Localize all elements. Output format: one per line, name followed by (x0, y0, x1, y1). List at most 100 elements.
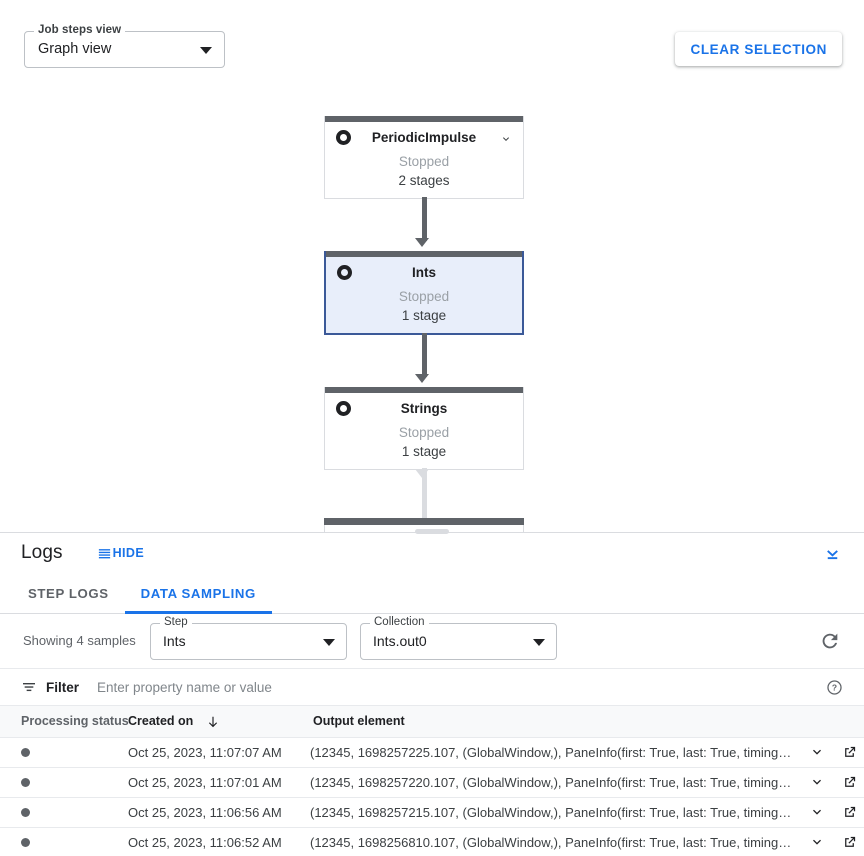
chevron-down-icon (533, 639, 545, 646)
cell-open[interactable] (834, 767, 864, 798)
cell-open[interactable] (834, 827, 864, 856)
cell-output-element: (12345, 1698257215.107, (GlobalWindow,),… (310, 797, 800, 828)
chevron-down-icon[interactable] (800, 774, 834, 790)
node-stages: 1 stage (401, 308, 447, 323)
job-steps-view-label: Job steps view (34, 24, 126, 36)
column-output-element[interactable]: Output element (310, 706, 800, 738)
table-row[interactable]: Oct 25, 2023, 11:07:01 AM (12345, 169825… (0, 767, 864, 798)
node-status: Stopped (398, 425, 450, 440)
logs-title: Logs (21, 542, 63, 563)
node-status: Stopped (398, 289, 450, 304)
clear-selection-button[interactable]: CLEAR SELECTION (675, 32, 842, 66)
cell-expand[interactable] (800, 797, 834, 828)
cell-created-on: Oct 25, 2023, 11:07:07 AM (128, 737, 310, 768)
step-select-value: Ints (163, 633, 186, 649)
chevron-down-icon[interactable] (500, 132, 512, 144)
job-steps-view-select[interactable]: Job steps view Graph view (24, 24, 225, 68)
graph-edge-arrow-1 (415, 238, 429, 247)
table-row[interactable]: Oct 25, 2023, 11:06:52 AM (12345, 169825… (0, 827, 864, 856)
chevron-down-icon[interactable] (800, 804, 834, 820)
node-body (324, 525, 524, 532)
graph-node-ints[interactable]: Ints Stopped 1 stage (324, 251, 524, 335)
chevron-down-icon (200, 47, 212, 54)
sort-descending-icon (206, 715, 220, 729)
cell-processing-status (0, 827, 128, 856)
refresh-icon[interactable] (819, 630, 841, 652)
hide-logs-label: HIDE (112, 546, 145, 560)
graph-node-partial[interactable] (324, 518, 524, 532)
step-select-label: Step (160, 616, 192, 628)
table-row[interactable]: Oct 25, 2023, 11:06:56 AM (12345, 169825… (0, 797, 864, 828)
collapse-panel-icon[interactable] (818, 540, 846, 568)
collection-select-value: Ints.out0 (373, 633, 427, 649)
cell-expand[interactable] (800, 827, 834, 856)
node-header: PeriodicImpulse (325, 122, 523, 153)
graph-node-periodicimpulse[interactable]: PeriodicImpulse Stopped 2 stages (324, 116, 524, 199)
table-row[interactable]: Oct 25, 2023, 11:07:07 AM (12345, 169825… (0, 737, 864, 768)
cell-open[interactable] (834, 797, 864, 828)
stop-circle-icon (336, 130, 351, 145)
tab-data-sampling[interactable]: DATA SAMPLING (124, 573, 273, 614)
node-top-bar (325, 116, 523, 122)
stop-circle-icon (336, 401, 351, 416)
logs-panel: Logs HIDE STEP (0, 529, 864, 856)
cell-created-on: Oct 25, 2023, 11:06:56 AM (128, 797, 310, 828)
column-open (834, 706, 864, 738)
chevron-down-icon (323, 639, 335, 646)
node-stages: 1 stage (401, 444, 447, 459)
help-outline-icon[interactable]: ? (826, 679, 843, 696)
node-top-bar (325, 387, 523, 393)
table-header-row: Processing status Created on Output elem… (0, 706, 864, 738)
column-created-on-label: Created on (128, 713, 194, 728)
node-title: Ints (411, 265, 436, 280)
job-graph-canvas[interactable]: Job steps view Graph view CLEAR SELECTIO… (0, 0, 864, 532)
collection-select-label: Collection (370, 616, 429, 628)
hide-logs-button[interactable]: HIDE (91, 545, 150, 562)
cell-expand[interactable] (800, 737, 834, 768)
chevron-down-icon[interactable] (800, 744, 834, 760)
cell-created-on: Oct 25, 2023, 11:06:52 AM (128, 827, 310, 856)
status-dot-icon (21, 807, 30, 817)
graph-node-strings[interactable]: Strings Stopped 1 stage (324, 387, 524, 470)
graph-edge-arrow-2 (415, 374, 429, 383)
open-in-new-icon[interactable] (834, 835, 864, 850)
column-created-on[interactable]: Created on (128, 706, 310, 738)
node-stages: 2 stages (398, 173, 450, 188)
node-status: Stopped (398, 154, 450, 169)
stop-circle-icon (337, 265, 352, 280)
collection-select[interactable]: Collection Ints.out0 (360, 616, 557, 660)
column-processing-status[interactable]: Processing status (0, 706, 129, 738)
node-header: Strings (325, 393, 523, 424)
filter-label: Filter (46, 679, 80, 695)
open-in-new-icon[interactable] (834, 775, 864, 790)
graph-edge-3 (421, 468, 427, 521)
list-lines-icon (97, 546, 112, 561)
logs-panel-header: Logs HIDE (0, 533, 864, 573)
status-dot-icon (21, 777, 30, 787)
node-header: Ints (326, 257, 522, 288)
cell-created-on: Oct 25, 2023, 11:07:01 AM (128, 767, 310, 798)
cell-open[interactable] (834, 737, 864, 768)
open-in-new-icon[interactable] (834, 805, 864, 820)
cell-processing-status (0, 737, 128, 768)
graph-edge-2 (421, 333, 427, 377)
showing-samples-text: Showing 4 samples (23, 633, 136, 648)
open-in-new-icon[interactable] (834, 745, 864, 760)
column-expand (800, 706, 834, 738)
tab-step-logs[interactable]: STEP LOGS (28, 585, 109, 601)
data-sampling-controls: Showing 4 samples Step Ints Collection I… (0, 614, 864, 669)
node-title: PeriodicImpulse (371, 130, 477, 145)
data-sampling-table: Processing status Created on Output elem… (0, 706, 864, 856)
table-body: Oct 25, 2023, 11:07:07 AM (12345, 169825… (0, 737, 864, 856)
status-dot-icon (21, 747, 30, 757)
filter-bar: Filter ? (0, 669, 864, 706)
cell-processing-status (0, 767, 128, 798)
step-select[interactable]: Step Ints (150, 616, 347, 660)
filter-input[interactable] (95, 678, 696, 696)
node-top-bar (326, 251, 522, 257)
filter-list-icon (21, 679, 37, 695)
panel-resize-handle[interactable] (415, 529, 449, 534)
cell-expand[interactable] (800, 767, 834, 798)
chevron-down-icon[interactable] (800, 834, 834, 850)
